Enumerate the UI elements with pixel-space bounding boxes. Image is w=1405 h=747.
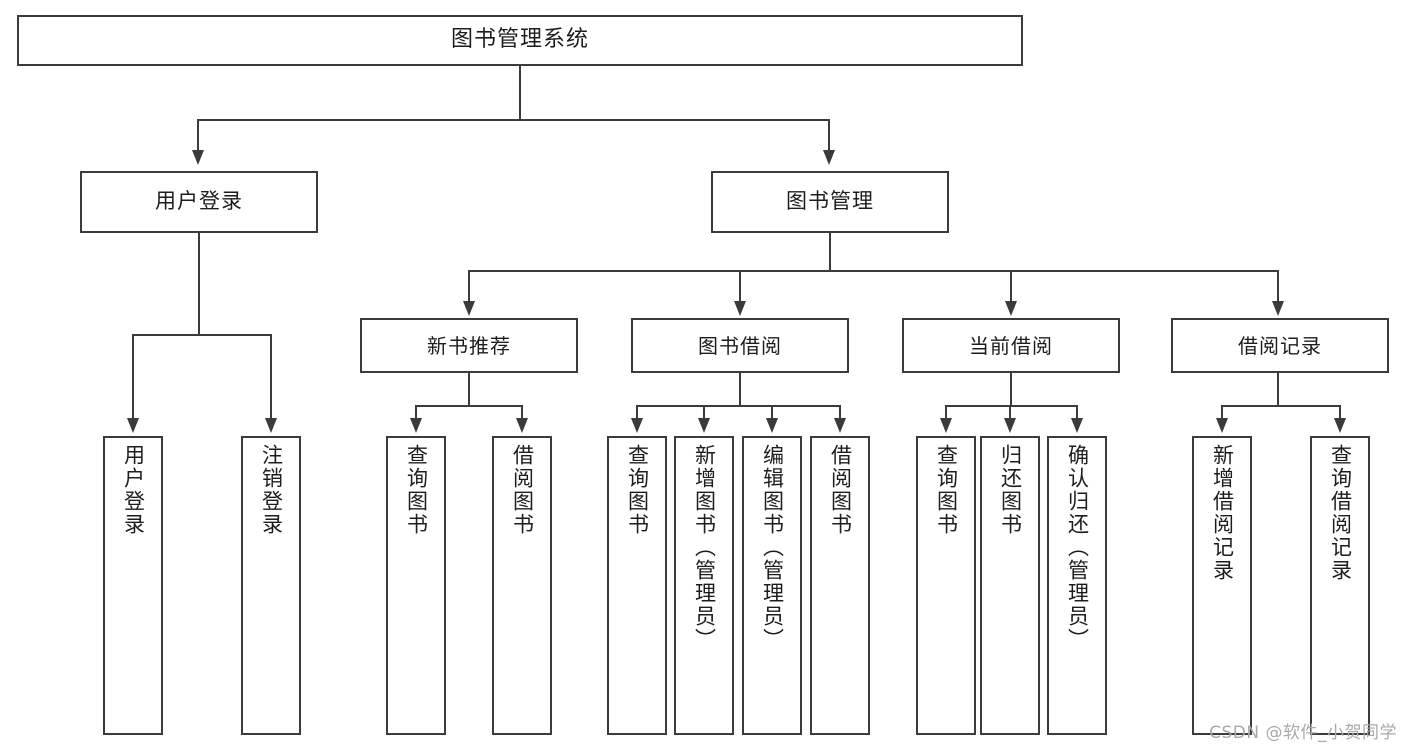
arrowhead-bm-book-borrow — [734, 301, 746, 316]
arrowhead-bb-leaf-1 — [698, 418, 710, 433]
leaf-borrow-record-0[interactable]: 新增借阅记录 — [1192, 436, 1252, 735]
connector-bm-to-borrow-record — [1277, 270, 1279, 303]
connector-user-login-stem — [198, 233, 200, 335]
node-label: 当前借阅 — [969, 333, 1053, 358]
connector-new-book-leaf-0 — [415, 405, 417, 420]
connector-new-book-stem — [468, 373, 470, 406]
arrowhead-bm-new-book — [463, 301, 475, 316]
connector-user-login-to-leaf-1 — [270, 334, 272, 420]
connector-br-leaf-1 — [1339, 405, 1341, 420]
connector-book-management-stem — [829, 233, 831, 271]
connector-root-to-book-manage — [828, 119, 830, 152]
connector-book-borrow-bar — [636, 405, 839, 407]
node-label: 归还图书 — [998, 444, 1023, 536]
node-label: 查询图书 — [404, 444, 429, 536]
arrowhead-cb-leaf-0 — [940, 418, 952, 433]
arrowhead-bb-leaf-0 — [631, 418, 643, 433]
arrowhead-new-book-leaf-1 — [516, 418, 528, 433]
node-label: 查询图书 — [625, 444, 650, 536]
node-label: 借阅图书 — [828, 444, 853, 536]
connector-bb-leaf-1 — [703, 405, 705, 420]
connector-current-borrow-stem — [1010, 373, 1012, 406]
node-new-book-recommend[interactable]: 新书推荐 — [360, 318, 578, 373]
leaf-user-login-0[interactable]: 用户登录 — [103, 436, 163, 735]
arrowhead-user-login-leaf-0 — [127, 418, 139, 433]
connector-borrow-record-bar — [1221, 405, 1340, 407]
leaf-user-login-1[interactable]: 注销登录 — [241, 436, 301, 735]
node-root-system[interactable]: 图书管理系统 — [17, 15, 1023, 66]
connector-root-stem — [519, 66, 521, 120]
arrowhead-cb-leaf-1 — [1004, 418, 1016, 433]
connector-br-leaf-0 — [1221, 405, 1223, 420]
connector-book-management-bar — [468, 270, 1278, 272]
node-label: 注销登录 — [259, 444, 284, 536]
connector-root-to-user-login — [197, 119, 199, 152]
arrowhead-bm-current-borrow — [1005, 301, 1017, 316]
arrowhead-br-leaf-1 — [1334, 418, 1346, 433]
node-borrow-record[interactable]: 借阅记录 — [1171, 318, 1389, 373]
leaf-new-book-0[interactable]: 查询图书 — [386, 436, 446, 735]
connector-root-bar — [197, 119, 830, 121]
leaf-book-borrow-1[interactable]: 新增图书（管理员） — [674, 436, 734, 735]
node-label: 用户登录 — [155, 189, 243, 214]
leaf-book-borrow-0[interactable]: 查询图书 — [607, 436, 667, 735]
node-label: 图书管理系统 — [450, 27, 589, 53]
node-label: 借阅记录 — [1238, 333, 1322, 358]
node-label: 确认归还（管理员） — [1065, 444, 1090, 651]
connector-borrow-record-stem — [1277, 373, 1279, 406]
arrowhead-new-book-leaf-0 — [410, 418, 422, 433]
node-label: 新增借阅记录 — [1210, 444, 1235, 582]
leaf-current-borrow-1[interactable]: 归还图书 — [980, 436, 1040, 735]
connector-new-book-bar — [415, 405, 522, 407]
leaf-new-book-1[interactable]: 借阅图书 — [492, 436, 552, 735]
connector-bm-to-current-borrow — [1010, 270, 1012, 303]
node-label: 新增图书（管理员） — [692, 444, 717, 651]
connector-bb-leaf-0 — [636, 405, 638, 420]
connector-cb-leaf-0 — [945, 405, 947, 420]
node-label: 用户登录 — [121, 444, 146, 536]
node-label: 新书推荐 — [427, 333, 511, 358]
arrowhead-to-book-manage — [823, 150, 835, 165]
arrowhead-cb-leaf-2 — [1071, 418, 1083, 433]
connector-user-login-to-leaf-0 — [132, 334, 134, 420]
leaf-current-borrow-2[interactable]: 确认归还（管理员） — [1047, 436, 1107, 735]
node-label: 查询图书 — [934, 444, 959, 536]
node-label: 图书借阅 — [698, 333, 782, 358]
arrowhead-user-login-leaf-1 — [265, 418, 277, 433]
leaf-current-borrow-0[interactable]: 查询图书 — [916, 436, 976, 735]
arrowhead-to-user-login — [192, 150, 204, 165]
leaf-book-borrow-3[interactable]: 借阅图书 — [810, 436, 870, 735]
node-current-borrow[interactable]: 当前借阅 — [902, 318, 1120, 373]
arrowhead-bb-leaf-2 — [766, 418, 778, 433]
node-label: 编辑图书（管理员） — [760, 444, 785, 651]
connector-bm-to-new-book — [468, 270, 470, 303]
node-book-borrow[interactable]: 图书借阅 — [631, 318, 849, 373]
connector-bb-leaf-3 — [839, 405, 841, 420]
connector-user-login-bar — [132, 334, 271, 336]
arrowhead-bm-borrow-record — [1272, 301, 1284, 316]
arrowhead-bb-leaf-3 — [834, 418, 846, 433]
node-book-management[interactable]: 图书管理 — [711, 171, 949, 233]
connector-book-borrow-stem — [739, 373, 741, 406]
node-user-login[interactable]: 用户登录 — [80, 171, 318, 233]
watermark-text: CSDN @软件_小贺同学 — [1209, 723, 1397, 743]
connector-new-book-leaf-1 — [521, 405, 523, 420]
connector-cb-leaf-2 — [1076, 405, 1078, 420]
arrowhead-br-leaf-0 — [1216, 418, 1228, 433]
node-label: 图书管理 — [786, 189, 874, 214]
node-label: 查询借阅记录 — [1328, 444, 1353, 582]
leaf-book-borrow-2[interactable]: 编辑图书（管理员） — [742, 436, 802, 735]
leaf-borrow-record-1[interactable]: 查询借阅记录 — [1310, 436, 1370, 735]
connector-cb-leaf-1 — [1009, 405, 1011, 420]
connector-bm-to-book-borrow — [739, 270, 741, 303]
node-label: 借阅图书 — [510, 444, 535, 536]
connector-bb-leaf-2 — [771, 405, 773, 420]
